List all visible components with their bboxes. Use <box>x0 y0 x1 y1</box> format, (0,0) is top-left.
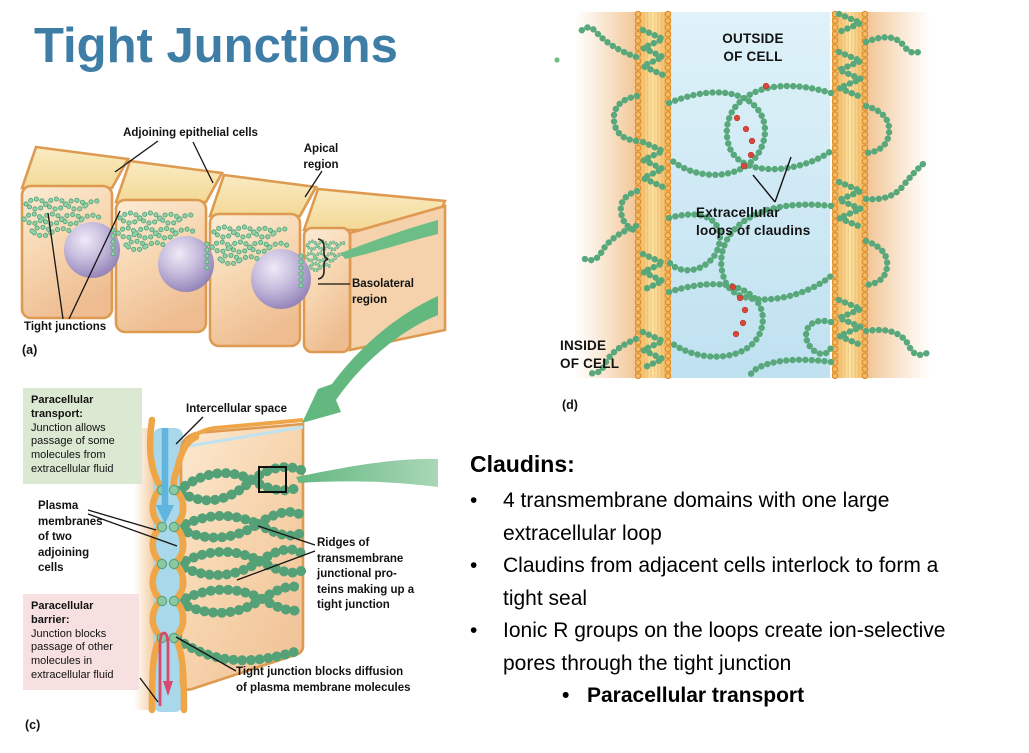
panel-a-tag: (a) <box>22 343 38 357</box>
tight-junction-mesh <box>24 199 349 291</box>
paracellular-barrier-arrow <box>158 631 173 706</box>
label-blocks-diffusion: Tight junction blocks diffusion of plasm… <box>236 666 411 694</box>
paracellular-transport-box: Paracellular transport: Junction allows … <box>23 388 142 484</box>
label-adjoining-epithelial-cells: Adjoining epithelial cells <box>123 127 258 139</box>
panel-a-leader-lines <box>47 140 350 320</box>
label-ridges: Ridges of transmembrane junctional pro- … <box>317 537 415 611</box>
claudins-notes: Claudins: • 4 transmembrane domains with… <box>470 451 1026 713</box>
bullet-marker: • <box>470 554 478 577</box>
claudins-bullet-list: • 4 transmembrane domains with one large… <box>470 485 1026 680</box>
label-intercellular-space: Intercellular space <box>186 403 287 415</box>
claudins-bullet-3: • Ionic R groups on the loops create ion… <box>470 615 1026 680</box>
junction-brace <box>317 238 329 280</box>
zoom-connector-arrows <box>296 220 438 487</box>
panel-d-illustration <box>554 10 931 382</box>
bullet-marker: • <box>562 684 570 707</box>
panel-c-leader-lines <box>87 416 316 703</box>
inside-cell-right-zone <box>868 12 930 378</box>
panel-d-tag: (d) <box>562 398 578 412</box>
barrier-box-body: Junction blocks passage of other molecul… <box>31 627 114 681</box>
panel-c-tag: (c) <box>25 718 41 732</box>
outside-cell-zone <box>671 12 830 378</box>
ionic-r-group-beads <box>729 82 770 338</box>
label-apical-region: Apical region <box>303 143 339 171</box>
transport-box-body: Junction allows passage of some molecule… <box>31 421 115 475</box>
claudins-sub-bullet: • Paracellular transport <box>562 680 1026 713</box>
transport-box-heading: Paracellular transport: <box>31 394 94 420</box>
arrow-to-panel-c <box>302 296 438 423</box>
label-plasma-membranes: Plasma membranes of two adjoining cells <box>38 500 103 574</box>
arrow-a-to-d <box>341 220 438 259</box>
barrier-box-heading: Paracellular barrier: <box>31 600 94 626</box>
label-tight-junctions: Tight junctions <box>24 321 107 333</box>
panel-c-illustration <box>87 416 316 714</box>
bullet-marker: • <box>470 619 478 642</box>
bullet-marker: • <box>470 489 478 512</box>
page-title: Tight Junctions <box>34 19 398 73</box>
loops-pointer-lines <box>752 156 792 203</box>
arrow-c-to-d <box>296 458 438 487</box>
claudins-bullet-2: • Claudins from adjacent cells interlock… <box>470 550 1026 615</box>
label-basolateral-region: Basolateral region <box>352 278 415 306</box>
label-outside-of-cell: OUTSIDE OF CELL <box>722 31 784 64</box>
label-extracellular-loops: Extracellular loops of claudins <box>696 205 811 238</box>
paracellular-transport-arrow <box>156 428 174 524</box>
claudin-chains <box>554 10 931 382</box>
left-cell-sliver <box>134 428 154 710</box>
label-inside-of-cell: INSIDE OF CELL <box>560 338 620 371</box>
intercellular-space-sliver <box>188 425 304 448</box>
cell-nuclei <box>64 222 311 309</box>
paracellular-barrier-box: Paracellular barrier: Junction blocks pa… <box>23 594 139 690</box>
inset-zoom-box <box>258 466 287 493</box>
claudins-bullet-1: • 4 transmembrane domains with one large… <box>470 485 1026 550</box>
claudins-heading: Claudins: <box>470 451 575 477</box>
